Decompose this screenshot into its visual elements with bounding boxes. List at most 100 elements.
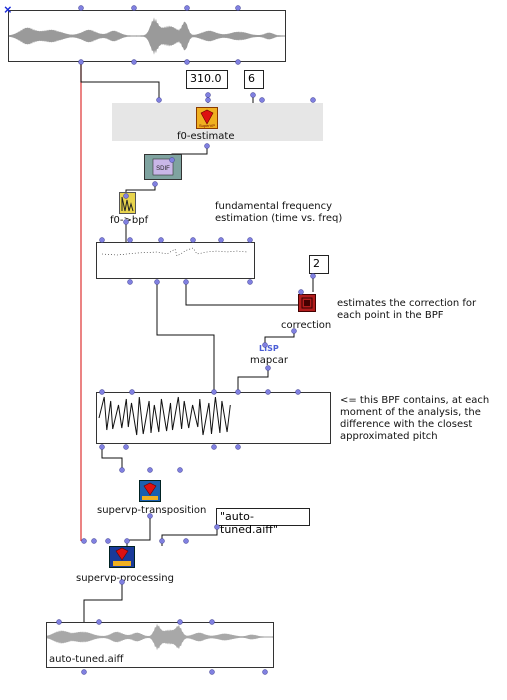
- port[interactable]: [247, 237, 253, 243]
- port[interactable]: [152, 181, 158, 187]
- f0-to-bpf-icon[interactable]: [119, 192, 136, 214]
- port[interactable]: [156, 97, 162, 103]
- port[interactable]: [250, 92, 256, 98]
- filename-value-box[interactable]: "auto-tuned.aiff": [216, 508, 310, 536]
- port[interactable]: [169, 157, 175, 163]
- correction-bpf-box[interactable]: [96, 392, 331, 444]
- port[interactable]: [78, 59, 84, 65]
- port[interactable]: [131, 59, 137, 65]
- output-sound-label: auto-tuned.aiff: [49, 654, 124, 665]
- port[interactable]: [218, 237, 224, 243]
- frequency-value-box[interactable]: 310.0: [186, 70, 228, 89]
- bpf-difference-comment-line-2: moment of the analysis, the: [340, 407, 481, 418]
- supervp-processing-label: supervp-processing: [76, 573, 174, 584]
- supervp-transposition-icon[interactable]: [139, 480, 161, 502]
- bpf-difference-comment-line-1: <= this BPF contains, at each: [340, 395, 490, 406]
- svg-text:SDIF: SDIF: [156, 166, 170, 172]
- port[interactable]: [91, 538, 97, 544]
- port[interactable]: [184, 59, 190, 65]
- port[interactable]: [147, 513, 153, 519]
- port[interactable]: [177, 467, 183, 473]
- port[interactable]: [204, 143, 210, 149]
- supervp-processing-icon[interactable]: [109, 546, 135, 568]
- f0-estimate-label: f0-estimate: [177, 131, 235, 142]
- port[interactable]: [159, 538, 165, 544]
- f0-comment-line-1: fundamental frequency: [215, 201, 333, 212]
- port[interactable]: [310, 97, 316, 103]
- f0-bpf-box[interactable]: [96, 242, 255, 279]
- sdif-scroll-icon[interactable]: SDIF: [144, 154, 182, 180]
- port[interactable]: [310, 273, 316, 279]
- svg-text:SuperVP: SuperVP: [199, 123, 215, 128]
- port[interactable]: [154, 279, 160, 285]
- two-value-box[interactable]: 2: [309, 255, 329, 274]
- port[interactable]: [127, 237, 133, 243]
- port[interactable]: [259, 97, 265, 103]
- port[interactable]: [127, 279, 133, 285]
- port[interactable]: [99, 444, 105, 450]
- port[interactable]: [119, 467, 125, 473]
- port[interactable]: [123, 193, 129, 199]
- port[interactable]: [211, 389, 217, 395]
- port[interactable]: [99, 389, 105, 395]
- mapcar-label: mapcar: [250, 355, 288, 366]
- port[interactable]: [209, 619, 215, 625]
- port[interactable]: [205, 92, 211, 98]
- port[interactable]: [262, 342, 268, 348]
- correction-bpf-curve: [98, 396, 231, 436]
- port[interactable]: [235, 389, 241, 395]
- port[interactable]: [298, 289, 304, 295]
- f0-to-bpf-label: f0->bpf: [110, 215, 149, 226]
- f0-comment-line-2: estimation (time vs. freq): [215, 213, 343, 224]
- port[interactable]: [81, 538, 87, 544]
- port[interactable]: [205, 97, 211, 103]
- port[interactable]: [129, 389, 135, 395]
- correction-label: correction: [281, 320, 332, 331]
- port[interactable]: [235, 444, 241, 450]
- bpf-difference-comment: <= this BPF contains, at each moment of …: [340, 395, 489, 443]
- port[interactable]: [119, 579, 125, 585]
- source-waveform: [9, 17, 285, 55]
- six-value-box[interactable]: 6: [244, 70, 264, 89]
- port[interactable]: [295, 389, 301, 395]
- port[interactable]: [190, 237, 196, 243]
- port[interactable]: [247, 279, 253, 285]
- port[interactable]: [265, 365, 271, 371]
- supervp-transposition-label: supervp-transposition: [97, 505, 207, 516]
- port[interactable]: [123, 444, 129, 450]
- port[interactable]: [105, 538, 111, 544]
- f0-comment: fundamental frequency estimation (time v…: [215, 201, 342, 225]
- correction-icon[interactable]: [298, 294, 316, 312]
- port[interactable]: [209, 669, 215, 675]
- port[interactable]: [183, 279, 189, 285]
- port[interactable]: [96, 619, 102, 625]
- correction-comment-line-1: estimates the correction for: [337, 298, 477, 309]
- port[interactable]: [78, 5, 84, 11]
- output-waveform: [47, 623, 273, 651]
- f0-bpf-curve: [101, 247, 248, 257]
- port[interactable]: [158, 237, 164, 243]
- source-sound-box[interactable]: [8, 10, 286, 62]
- port[interactable]: [235, 5, 241, 11]
- mapcar-lisp-tag[interactable]: LISP: [259, 344, 279, 353]
- supervp-icon[interactable]: SuperVP: [196, 107, 218, 129]
- port[interactable]: [184, 5, 190, 11]
- port[interactable]: [56, 619, 62, 625]
- port[interactable]: [265, 389, 271, 395]
- port[interactable]: [183, 538, 189, 544]
- port[interactable]: [214, 524, 220, 530]
- port[interactable]: [177, 619, 183, 625]
- port[interactable]: [262, 669, 268, 675]
- port[interactable]: [291, 328, 297, 334]
- port[interactable]: [147, 467, 153, 473]
- close-icon[interactable]: ×: [4, 2, 12, 17]
- port[interactable]: [123, 219, 129, 225]
- bpf-difference-comment-line-3: difference with the closest: [340, 419, 473, 430]
- port[interactable]: [124, 538, 130, 544]
- output-sound-box[interactable]: auto-tuned.aiff: [46, 622, 274, 668]
- port[interactable]: [235, 59, 241, 65]
- port[interactable]: [81, 669, 87, 675]
- port[interactable]: [131, 5, 137, 11]
- port[interactable]: [99, 237, 105, 243]
- port[interactable]: [211, 444, 217, 450]
